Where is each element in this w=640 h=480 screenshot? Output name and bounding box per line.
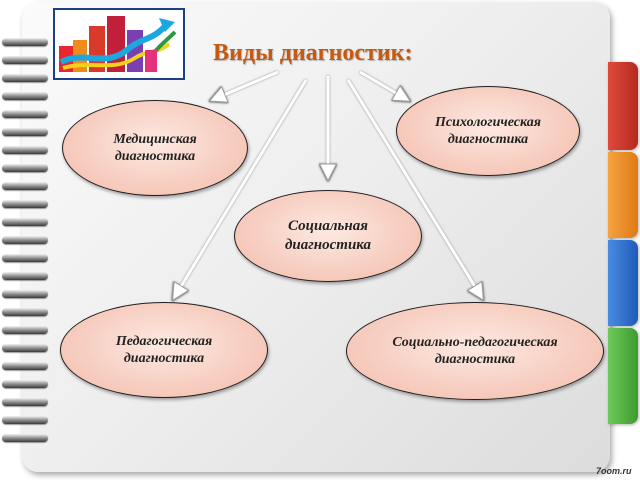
tab-green [608,328,638,424]
binding-ring [2,326,48,334]
tab-orange [608,152,638,238]
node-social-pedagogical-diagnostics: Социально-педагогическая диагностика [346,302,604,400]
binding-ring [2,290,48,298]
binding-ring [2,308,48,316]
binding-ring [2,398,48,406]
node-pedagogical-diagnostics: Педагогическая диагностика [60,302,268,398]
binding-ring [2,56,48,64]
node-medical-diagnostics: Медицинская диагностика [62,100,248,196]
node-label: Социальная диагностика [284,218,372,253]
binding-ring [2,110,48,118]
binding-ring [2,272,48,280]
node-social-diagnostics: Социальная диагностика [234,190,422,282]
arrow-to-pedagogical [174,79,308,298]
binding-ring [2,218,48,226]
binding-ring [2,416,48,424]
binding-ring [2,128,48,136]
node-label: Психологическая диагностика [435,114,541,148]
arrow-to-social-pedagogical [346,79,482,298]
bar-chart-icon [59,16,177,72]
tab-blue [608,240,638,326]
binding-ring [2,200,48,208]
node-label: Социально-педагогическая диагностика [392,334,558,368]
tab-red [608,62,638,150]
binding-ring [2,146,48,154]
binding-ring [2,38,48,46]
binding-ring [2,164,48,172]
node-label: Педагогическая диагностика [115,333,213,367]
binding-ring [2,92,48,100]
node-label: Медицинская диагностика [113,131,197,165]
binding-ring [2,362,48,370]
binding-ring [2,254,48,262]
arrow-to-psychological [359,70,408,100]
node-psychological-diagnostics: Психологическая диагностика [396,86,580,176]
binding-ring [2,236,48,244]
binding-ring [2,344,48,352]
chart-logo-image [53,8,185,80]
watermark: 7oom.ru [596,466,632,476]
binding-ring [2,380,48,388]
binding-ring [2,182,48,190]
binding-ring [2,74,48,82]
page-title: Виды диагностик: [213,40,413,66]
binding-ring [2,434,48,442]
arrow-to-medical [212,70,279,100]
